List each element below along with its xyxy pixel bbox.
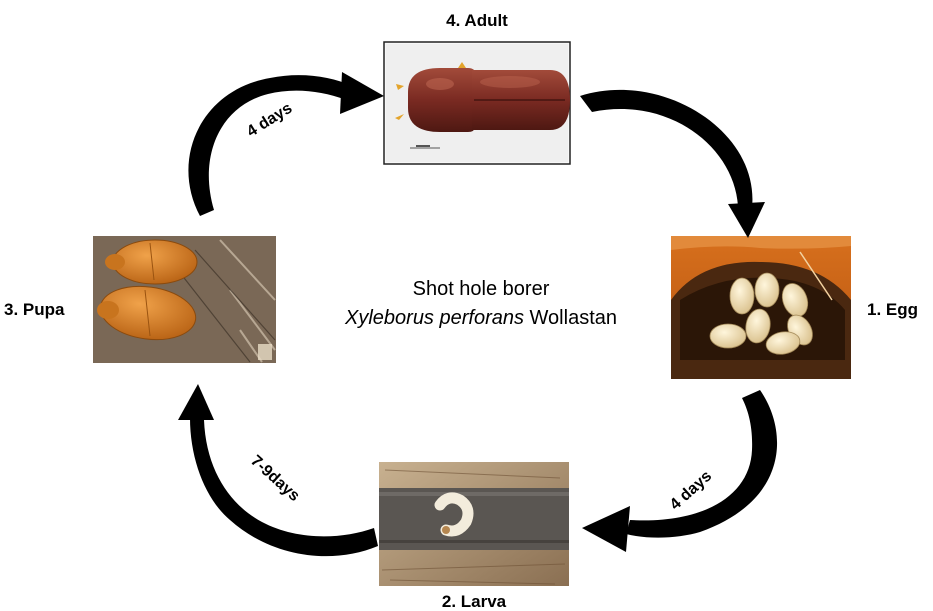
adult-photo xyxy=(384,42,570,164)
duration-label-larva-to-pupa: 7-9days xyxy=(247,452,303,505)
duration-label-pupa-to-adult: 4 days xyxy=(244,100,295,141)
title-scientific-name: Xyleborus perforans Wollastan xyxy=(344,307,617,329)
stage-label-adult: 4. Adult xyxy=(446,11,508,30)
title-author: Wollastan xyxy=(524,307,617,329)
arrow-egg-to-larva xyxy=(582,390,777,552)
duration-label-egg-to-larva: 4 days xyxy=(667,468,715,514)
larva-photo xyxy=(379,462,569,586)
egg-photo xyxy=(671,236,851,379)
stage-label-egg: 1. Egg xyxy=(867,300,918,319)
title-species: Xyleborus perforans xyxy=(344,307,524,329)
stage-label-larva: 2. Larva xyxy=(442,592,507,611)
pupa-photo xyxy=(93,236,276,363)
title-common-name: Shot hole borer xyxy=(413,278,550,300)
arrow-adult-to-egg xyxy=(580,90,765,238)
stage-label-pupa: 3. Pupa xyxy=(4,300,65,319)
arrow-pupa-to-adult xyxy=(188,72,384,216)
